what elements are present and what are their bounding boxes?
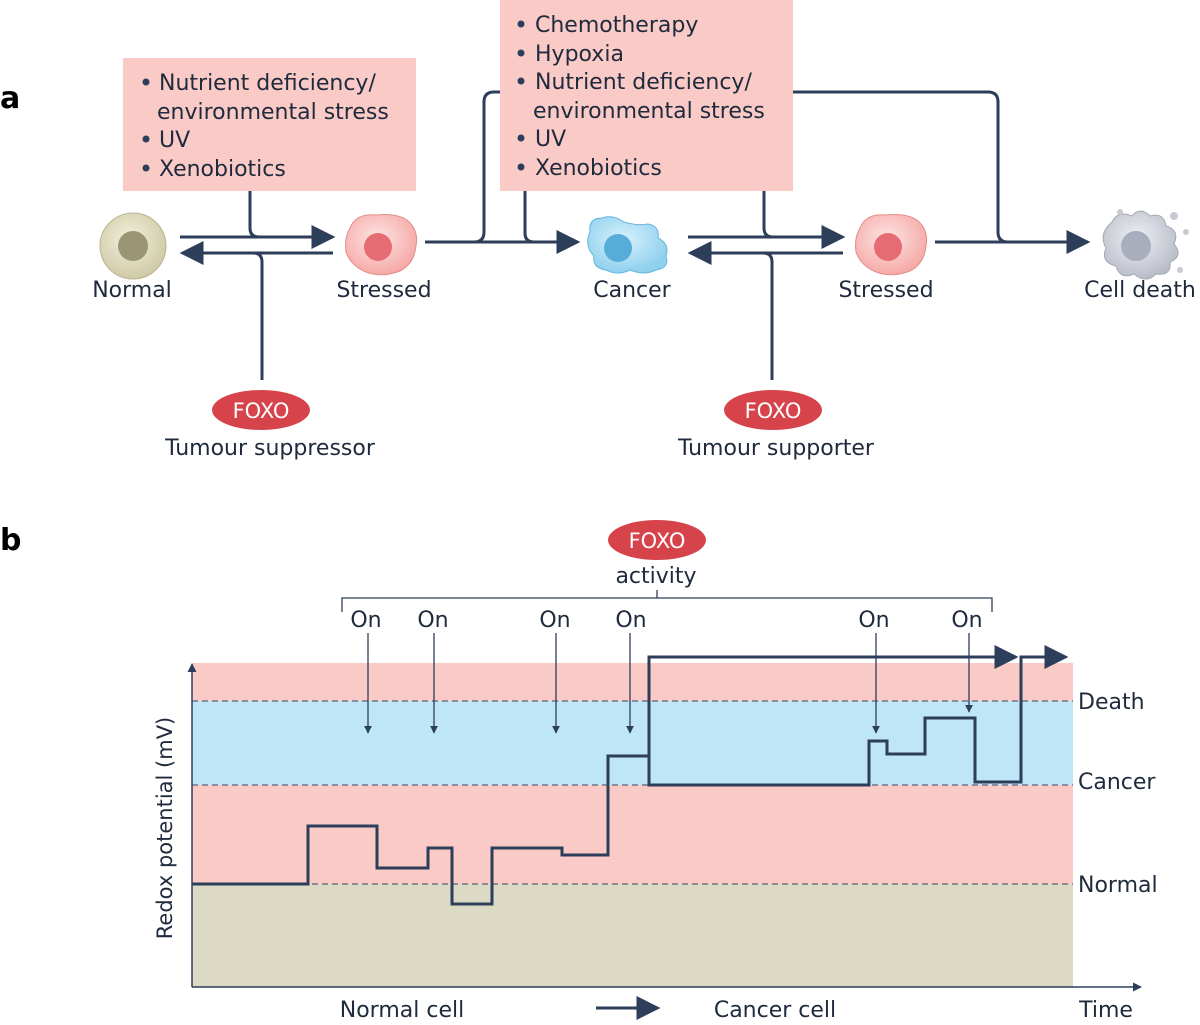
zone-stressed	[192, 785, 1073, 884]
foxo-activity-header: FOXO activity	[341, 520, 993, 612]
zone-label-cancer: Cancer	[1078, 770, 1156, 795]
bullet-icon	[517, 20, 525, 28]
nucleus-icon	[364, 233, 392, 261]
foxo-badge-right: FOXO Tumour supporter	[677, 390, 875, 461]
cell-stressed-1: Stressed	[336, 214, 432, 303]
nucleus-icon	[874, 233, 902, 261]
connector-box-middle-down	[523, 191, 535, 244]
panel-a-letter: a	[0, 81, 20, 116]
foxo-badge-text: FOXO	[629, 529, 686, 553]
nucleus-icon	[604, 234, 632, 262]
stress-middle-item: Nutrient deficiency/	[535, 70, 752, 95]
nucleus-icon	[118, 231, 148, 261]
on-label: On	[858, 608, 889, 633]
stress-middle-item: Xenobiotics	[535, 156, 662, 181]
connector-foxo-right	[762, 251, 774, 380]
panel-b-letter: b	[0, 523, 21, 558]
stress-left-item: environmental stress	[157, 100, 389, 125]
cell-normal: Normal	[92, 212, 172, 303]
bullet-icon	[517, 77, 525, 85]
foxo-badge-left: FOXO Tumour suppressor	[164, 390, 376, 461]
redox-trace-main	[192, 645, 1069, 906]
foxo-badge-text: FOXO	[745, 399, 802, 423]
zone-label-death: Death	[1078, 690, 1145, 715]
stress-middle-item: UV	[535, 127, 566, 152]
connector-stress-loop	[473, 90, 500, 244]
bleb-icon	[1170, 212, 1178, 220]
foxo-on-markers: On On On On On On	[350, 608, 983, 734]
zone-cancer	[192, 701, 1073, 785]
stress-box-middle: Chemotherapy Hypoxia Nutrient deficiency…	[500, 0, 793, 191]
bullet-icon	[142, 164, 150, 172]
on-label: On	[417, 608, 448, 633]
cancer-cell-label: Cancer cell	[714, 998, 836, 1023]
cell-cancer: Cancer	[587, 216, 672, 303]
cell-label-stressed-1: Stressed	[336, 278, 431, 303]
stress-box-left-bullets	[142, 78, 150, 172]
bleb-icon	[1183, 229, 1189, 235]
connector-foxo-left	[252, 251, 264, 380]
on-label: On	[539, 608, 570, 633]
on-label: On	[350, 608, 381, 633]
foxo-right-caption: Tumour supporter	[677, 436, 875, 461]
axes	[187, 663, 1142, 992]
cell-stressed-2: Stressed	[838, 214, 934, 303]
redox-zones	[192, 663, 1073, 987]
on-label: On	[615, 608, 646, 633]
y-axis-label: Redox potential (mV)	[153, 717, 177, 940]
stress-middle-item: environmental stress	[533, 99, 765, 124]
bleb-icon	[1177, 267, 1183, 273]
cell-label-death: Cell death	[1084, 278, 1196, 303]
stress-middle-item: Hypoxia	[535, 42, 624, 67]
stress-left-item: Nutrient deficiency/	[159, 71, 376, 96]
connector-box-left-down	[248, 191, 260, 239]
stress-box-left: Nutrient deficiency/ environmental stres…	[123, 58, 416, 191]
foxo-left-caption: Tumour suppressor	[164, 436, 376, 461]
zone-label-normal: Normal	[1078, 873, 1158, 898]
foxo-badge-text: FOXO	[233, 399, 290, 423]
activity-bracket	[341, 590, 993, 612]
cell-dying: Cell death	[1084, 209, 1196, 303]
x-axis-label: Time	[1078, 998, 1133, 1023]
zone-above-death	[192, 663, 1073, 701]
foxo-activity-caption: activity	[615, 564, 696, 589]
bleb-icon	[1117, 209, 1123, 215]
zone-normal	[192, 884, 1073, 987]
pathway-connectors	[179, 90, 1091, 380]
on-label: On	[951, 608, 982, 633]
stress-middle-item: Chemotherapy	[535, 13, 698, 38]
normal-cell-label: Normal cell	[340, 998, 464, 1023]
cell-label-normal: Normal	[92, 278, 172, 303]
bullet-icon	[517, 134, 525, 142]
bullet-icon	[142, 78, 150, 86]
connector-box-to-death	[793, 90, 1009, 244]
cell-label-stressed-2: Stressed	[838, 278, 933, 303]
bullet-icon	[517, 49, 525, 57]
cell-label-cancer: Cancer	[593, 278, 671, 303]
stress-left-item: Xenobiotics	[159, 157, 286, 182]
redox-trace-death-branch	[647, 645, 1019, 785]
nucleus-icon	[1121, 231, 1151, 261]
bullet-icon	[142, 135, 150, 143]
bullet-icon	[517, 163, 525, 171]
connector-box-middle-down-2	[762, 191, 774, 239]
stress-left-item: UV	[159, 128, 190, 153]
